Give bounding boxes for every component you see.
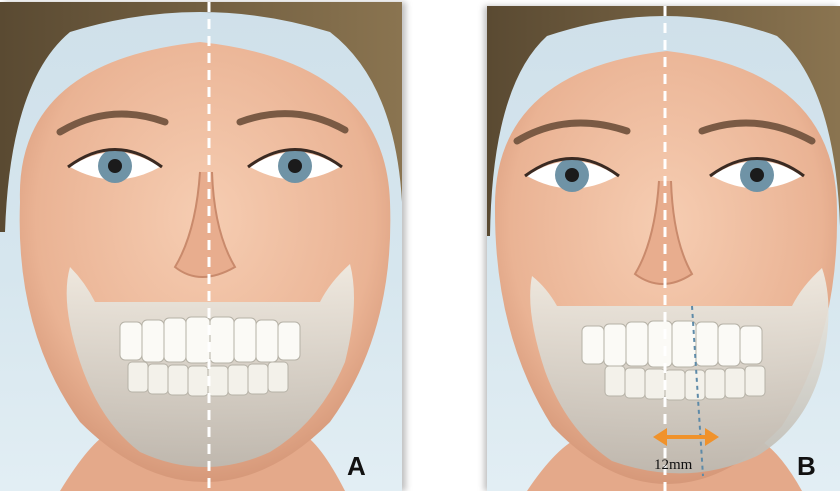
deviation-measurement: 12mm [654,457,692,474]
panel-label-a: A [347,451,366,482]
panel-a: A [0,2,402,491]
panel-label-b: B [797,451,816,482]
upper-teeth [582,321,762,367]
panel-b: 12mm B [487,6,840,491]
face-illustration-a [0,2,402,491]
face-illustration-b [487,6,840,491]
upper-teeth [120,317,300,363]
